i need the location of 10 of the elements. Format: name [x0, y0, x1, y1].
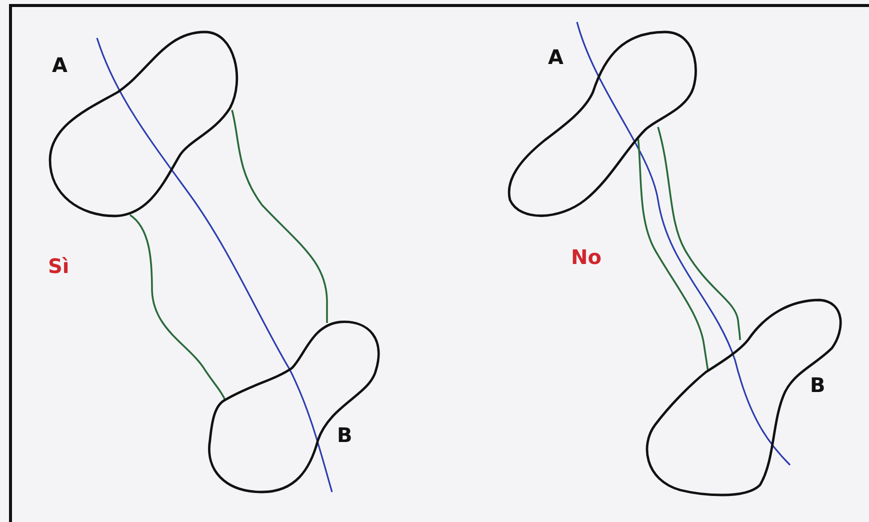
- connecting-line: [637, 136, 709, 372]
- region-letter: B: [810, 375, 826, 395]
- region-letter: A: [548, 47, 564, 67]
- connecting-line: [129, 214, 226, 400]
- verdict-label: Sì: [48, 256, 70, 276]
- region-letter: A: [52, 55, 68, 75]
- verdict-label: No: [571, 247, 602, 267]
- connecting-line: [657, 126, 741, 340]
- region-letter: B: [337, 425, 352, 445]
- connecting-line: [231, 110, 328, 323]
